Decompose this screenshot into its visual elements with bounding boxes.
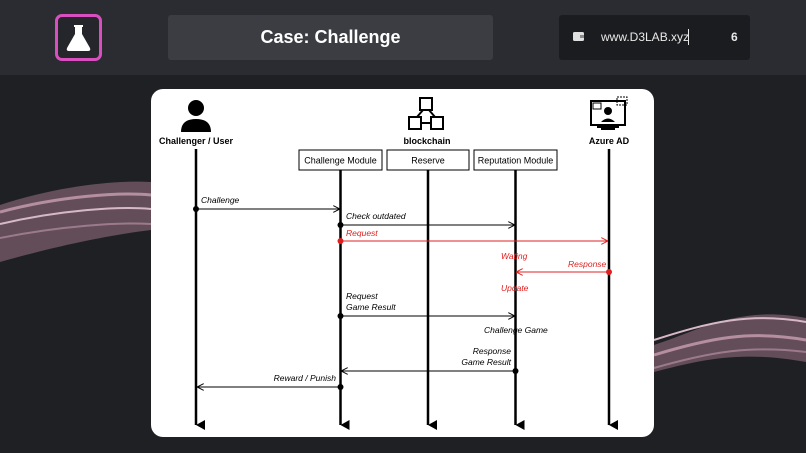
user-icon (181, 100, 211, 132)
message-start-dot (337, 384, 344, 390)
message-start-dot (512, 368, 519, 374)
logo (55, 14, 102, 61)
message-update-label: Update (501, 283, 529, 293)
challenge-module-box: Challenge Module (298, 149, 383, 171)
message-response-label: Response (568, 259, 607, 269)
message-request-game-result-label-2: Game Result (346, 302, 396, 312)
reserve-label: Reserve (411, 156, 445, 166)
message-response-game-result-label-2: Game Result (461, 357, 511, 367)
message-start-dot (337, 222, 344, 228)
info-box: www.D3LAB.xyz 6 (559, 15, 750, 60)
card-icon (573, 32, 584, 41)
message-challenge-label: Challenge (201, 195, 240, 205)
message-request-game-result-label-1: Request (346, 291, 378, 301)
page-number: 6 (731, 30, 738, 44)
sequence-diagram-panel: Challenger / User blockchain Azure AD Ch… (151, 89, 654, 437)
separator (688, 29, 689, 45)
message-reward-punish-label: Reward / Punish (274, 373, 337, 383)
blockchain-cubes-icon (408, 97, 444, 130)
actor-blockchain-label: blockchain (403, 136, 450, 146)
message-response-game-result-label-1: Response (473, 346, 512, 356)
message-wating-label: Wating (501, 251, 528, 261)
reputation-module-label: Reputation Module (478, 156, 554, 166)
reputation-module-box: Reputation Module (473, 149, 558, 171)
message-check-outdated-label: Check outdated (346, 211, 406, 221)
reserve-box: Reserve (386, 149, 470, 171)
page-title-text: Case: Challenge (260, 27, 401, 47)
website-link[interactable]: www.D3LAB.xyz (601, 30, 690, 44)
sequence-diagram: Challenger / User blockchain Azure AD Ch… (159, 96, 630, 430)
message-request-label: Request (346, 228, 378, 238)
message-start-dot (337, 238, 344, 244)
monitor-user-icon (590, 96, 628, 130)
page-title: Case: Challenge (168, 15, 493, 60)
actor-azure-label: Azure AD (589, 136, 630, 146)
flask-icon (66, 25, 91, 51)
message-start-dot (193, 206, 199, 212)
actor-user-label: Challenger / User (159, 136, 234, 146)
message-start-dot (606, 269, 612, 275)
message-challenge-game-label: Challenge Game (484, 325, 548, 335)
message-start-dot (337, 313, 344, 319)
challenge-module-label: Challenge Module (304, 156, 377, 166)
